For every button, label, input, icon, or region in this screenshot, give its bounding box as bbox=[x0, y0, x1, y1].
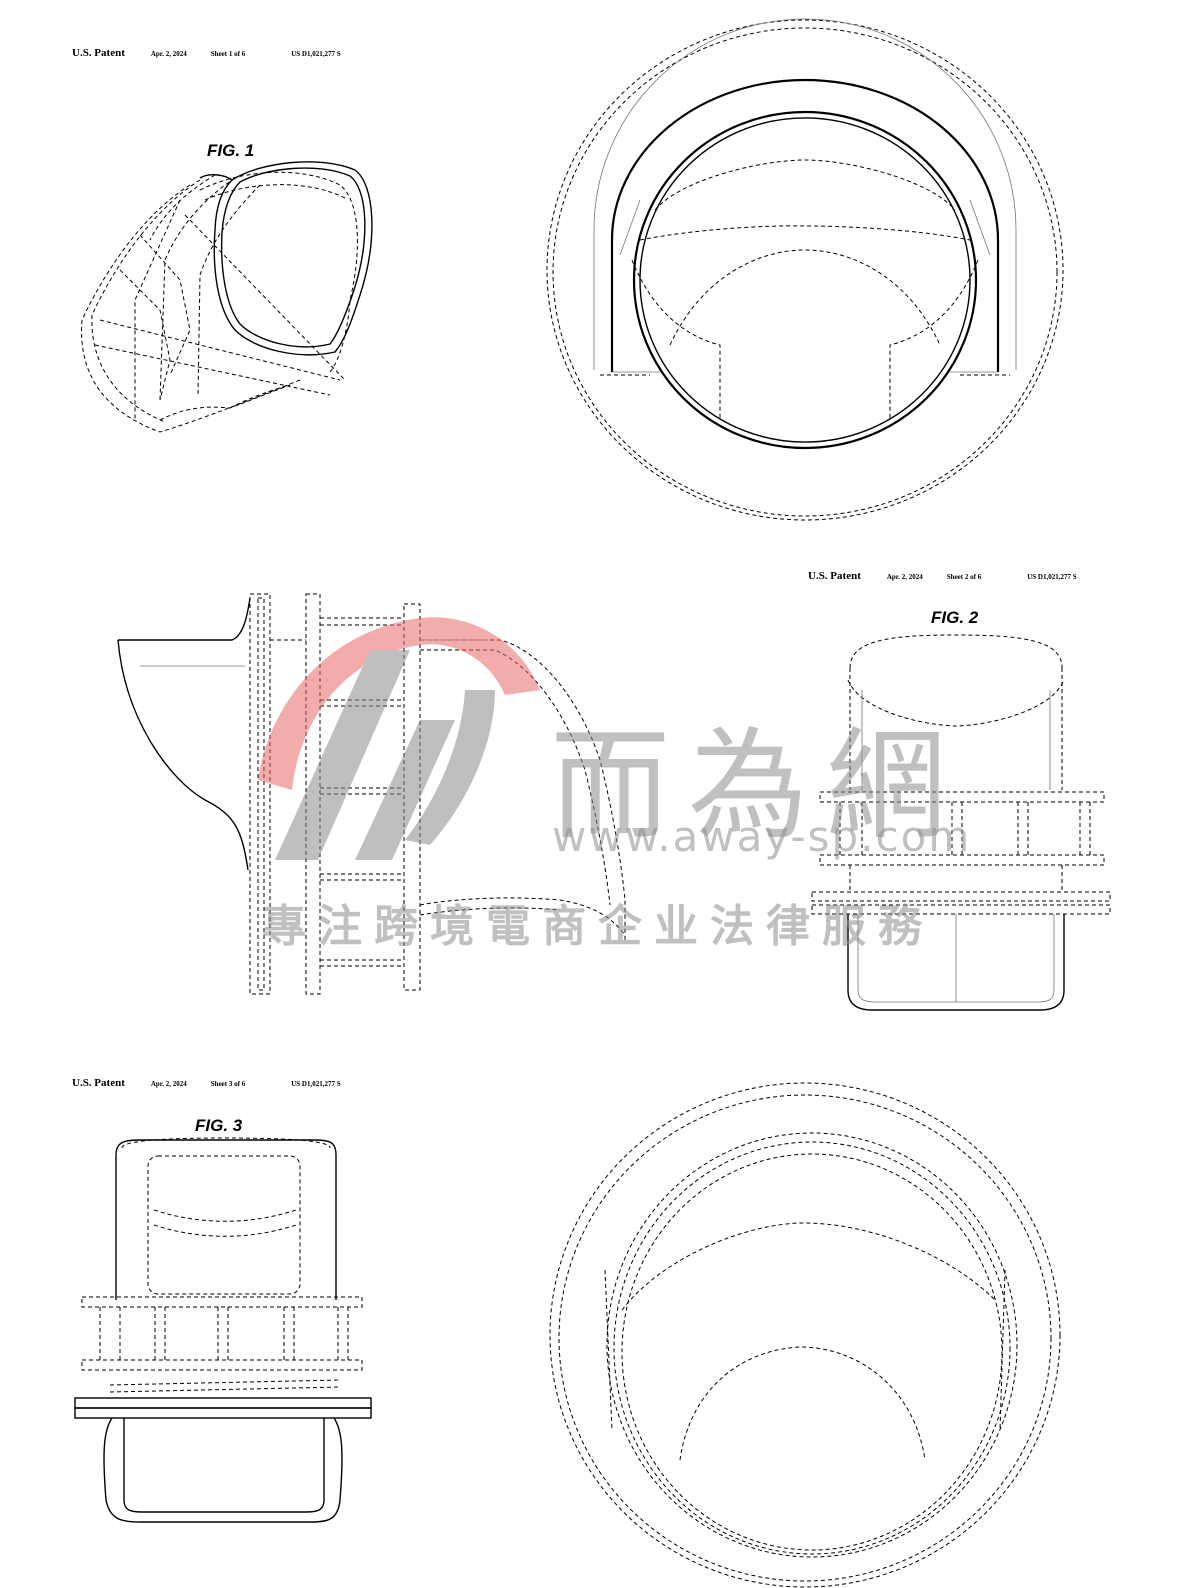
sheet-2-header: U.S. Patent Apr. 2, 2024 Sheet 2 of 6 US… bbox=[808, 566, 1077, 584]
sheet-3-header: U.S. Patent Apr. 2, 2024 Sheet 3 of 6 US… bbox=[72, 1073, 341, 1091]
patent-label: U.S. Patent bbox=[72, 1077, 125, 1089]
patent-date: Apr. 2, 2024 bbox=[886, 573, 923, 581]
patent-number: US D1,021,277 S bbox=[291, 50, 341, 58]
fig-3-label: FIG. 3 bbox=[195, 1116, 243, 1135]
patent-label: U.S. Patent bbox=[72, 47, 125, 59]
sheet-number: Sheet 2 of 6 bbox=[946, 573, 982, 581]
patent-date: Apr. 2, 2024 bbox=[150, 1080, 187, 1088]
fig-1-perspective-drawing bbox=[81, 161, 373, 433]
watermark-tagline: 專注跨境電商企业法律服務 bbox=[262, 901, 934, 952]
fig-2-label: FIG. 2 bbox=[931, 608, 979, 627]
patent-date: Apr. 2, 2024 bbox=[150, 50, 187, 58]
fig-1-label: FIG. 1 bbox=[207, 141, 255, 160]
patent-label: U.S. Patent bbox=[808, 570, 861, 582]
sheet-number: Sheet 3 of 6 bbox=[210, 1080, 246, 1088]
patent-number: US D1,021,277 S bbox=[1027, 573, 1077, 581]
top-view-drawing bbox=[546, 18, 1064, 521]
fig-3-rear-drawing bbox=[74, 1137, 372, 1523]
patent-number: US D1,021,277 S bbox=[291, 1080, 341, 1088]
watermark-url: www.away-sp.com bbox=[552, 812, 972, 861]
fig-2-front-drawing bbox=[811, 634, 1111, 1011]
bottom-view-drawing bbox=[549, 1082, 1061, 1588]
sheet-1-header: U.S. Patent Apr. 2, 2024 Sheet 1 of 6 US… bbox=[72, 43, 341, 61]
sheet-number: Sheet 1 of 6 bbox=[210, 50, 246, 58]
watermark-title: 而為網 bbox=[550, 717, 964, 856]
watermark-logo bbox=[258, 617, 540, 860]
